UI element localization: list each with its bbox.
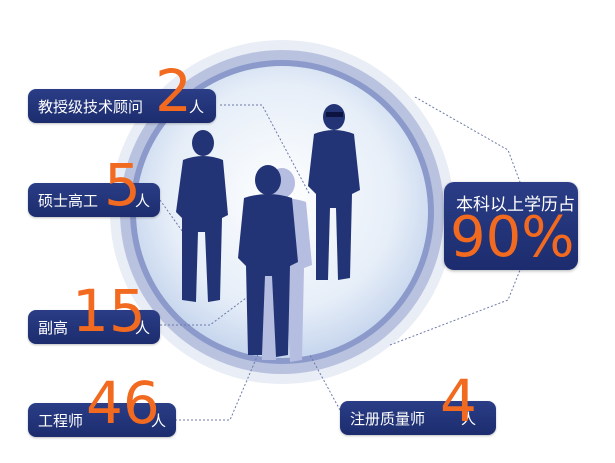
associate-tag: 副高 人: [28, 310, 160, 344]
advisor-label: 教授级技术顾问: [38, 97, 144, 116]
advisor-unit: 人: [189, 97, 205, 116]
master-label: 硕士高工: [38, 191, 99, 210]
connector-quality: [309, 354, 341, 411]
master-tag: 硕士高工 人: [28, 183, 160, 217]
engineer-label: 工程师: [38, 411, 84, 430]
engineer-unit: 人: [150, 411, 166, 430]
master-unit: 人: [134, 191, 150, 210]
master-count: 5: [104, 151, 141, 219]
quality-tag: 注册质量师 人: [340, 401, 496, 435]
degree-tag: 本科以上学历占 90%: [444, 182, 578, 270]
advisor-count: 2: [155, 57, 192, 125]
connector-engineer: [175, 344, 263, 421]
associate-unit: 人: [134, 318, 150, 337]
advisor-tag: 教授级技术顾问 人: [28, 89, 216, 123]
quality-label: 注册质量师: [350, 409, 426, 428]
connector-degree-top: [414, 96, 521, 183]
engineer-tag: 工程师 人: [28, 403, 176, 437]
quality-count: 4: [440, 367, 477, 435]
associate-count: 15: [72, 277, 146, 345]
businessman-silhouette-icon: [176, 104, 360, 362]
connector-master: [159, 199, 186, 236]
associate-label: 副高: [38, 318, 69, 337]
degree-percent: 90%: [450, 205, 575, 270]
engineer-count: 46: [86, 369, 160, 437]
connector-associate: [160, 294, 251, 326]
quality-unit: 人: [461, 409, 477, 428]
connector-advisor: [220, 104, 311, 196]
degree-label: 本科以上学历占: [456, 195, 575, 215]
